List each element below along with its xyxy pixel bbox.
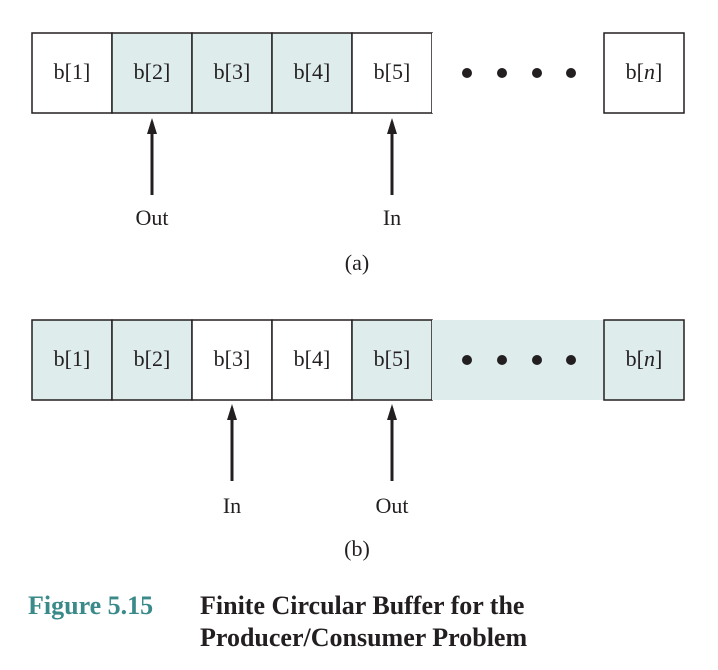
buffer-cell — [271, 319, 353, 401]
pointer-label: Out — [376, 493, 409, 518]
buffer-cell-label: b[3] — [214, 59, 251, 84]
buffer-cell-label: b[5] — [374, 346, 411, 371]
buffer-cell-label: b[4] — [294, 59, 331, 84]
buffer-a: b[1] b[2] b[3] b[4] b[5] b[n] Out In (a) — [31, 32, 685, 275]
arrow-head-icon — [147, 118, 157, 134]
buffer-cell — [351, 32, 433, 114]
buffer-b: b[1] b[2] b[3] b[4] b[5] b[n] In Out(b) — [31, 319, 685, 561]
buffer-cell-label: b[n] — [626, 346, 663, 371]
buffer-cell — [603, 319, 685, 401]
figure-title: Finite Circular Buffer for the Producer/… — [200, 590, 700, 654]
figure-title-line-2: Producer/Consumer Problem — [200, 623, 528, 652]
pointer-label: In — [223, 493, 241, 518]
buffer-cell — [111, 319, 193, 401]
subfigure-label: (b) — [344, 536, 370, 561]
figure-number: Figure 5.15 — [28, 591, 154, 620]
buffer-cell-label: b[1] — [54, 59, 91, 84]
buffer-cell — [603, 32, 685, 114]
buffer-cell-label: b[3] — [214, 346, 251, 371]
buffer-cell-label: b[1] — [54, 346, 91, 371]
pointer-label: Out — [136, 205, 169, 230]
buffer-cell-label: b[5] — [374, 59, 411, 84]
buffer-cell-label: b[2] — [134, 346, 171, 371]
buffer-cell — [111, 32, 193, 114]
ellipsis-dots-icon — [462, 355, 576, 365]
subfigure-label: (a) — [345, 250, 369, 275]
figure-title-line-1: Finite Circular Buffer for the — [200, 591, 525, 620]
buffer-ellipsis-region — [432, 33, 604, 113]
arrow-head-icon — [387, 118, 397, 134]
ellipsis-dots-icon — [462, 68, 576, 78]
buffer-cell-label: b[n] — [626, 59, 663, 84]
arrow-head-icon — [387, 404, 397, 420]
buffer-ellipsis-region — [432, 320, 604, 400]
buffer-cell — [31, 32, 113, 114]
pointer-label: In — [383, 205, 401, 230]
buffer-cell — [351, 319, 433, 401]
buffer-cell-label: b[4] — [294, 346, 331, 371]
buffer-cell-label: b[2] — [134, 59, 171, 84]
buffer-cell — [191, 32, 273, 114]
arrow-head-icon — [227, 404, 237, 420]
buffer-cell — [31, 319, 113, 401]
